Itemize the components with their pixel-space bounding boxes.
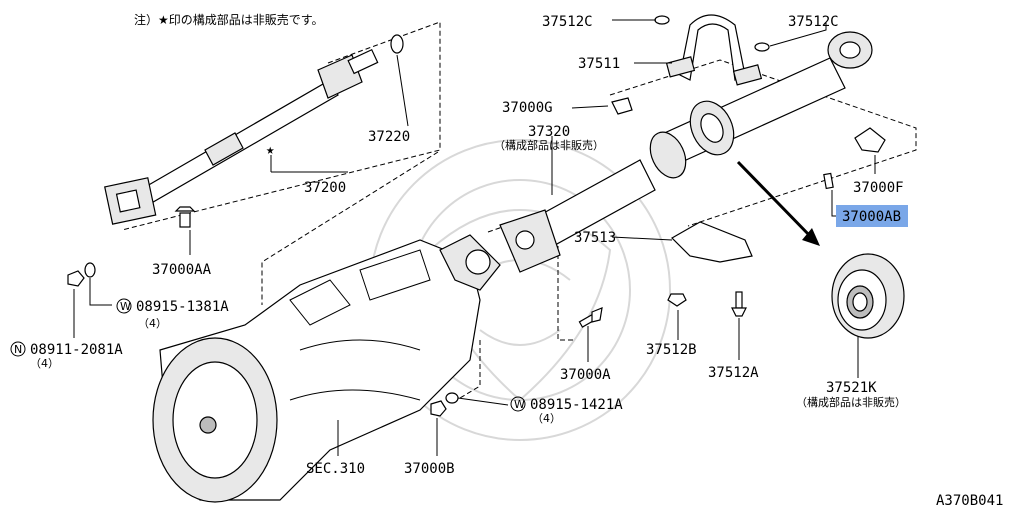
qty-08915-1381A: （4） bbox=[138, 317, 167, 330]
propeller-shaft-37200[interactable] bbox=[104, 34, 404, 228]
label-37000A[interactable]: 37000A bbox=[560, 367, 611, 383]
bolt-37000A[interactable] bbox=[578, 307, 603, 328]
bracket-37513[interactable] bbox=[671, 221, 753, 263]
center-bearing-bracket-37511[interactable] bbox=[665, 14, 763, 86]
bracket-37000F[interactable] bbox=[854, 127, 886, 153]
n-circle-2081 bbox=[10, 341, 26, 357]
label-37220[interactable]: 37220 bbox=[368, 129, 410, 145]
nut-37000B[interactable] bbox=[430, 400, 447, 417]
label-37320-note: （構成部品は非販売） bbox=[494, 138, 604, 152]
label-37511[interactable]: 37511 bbox=[578, 56, 620, 72]
nut-37512B[interactable] bbox=[667, 293, 687, 307]
label-sec310[interactable]: SEC.310 bbox=[306, 461, 365, 477]
n-mark-2081: N bbox=[14, 343, 22, 356]
label-08911-2081A[interactable]: 08911-2081A bbox=[30, 342, 123, 358]
label-37200[interactable]: 37200 bbox=[304, 180, 346, 196]
label-08915-1421A[interactable]: 08915-1421A bbox=[530, 397, 623, 413]
star-mark: ★ bbox=[266, 142, 275, 158]
label-37512B[interactable]: 37512B bbox=[646, 342, 697, 358]
label-37000AB[interactable]: 37000AB bbox=[842, 209, 901, 225]
diagram-code: A370B041 bbox=[936, 493, 1003, 509]
detail-arrow bbox=[736, 160, 820, 246]
plug-37000G[interactable] bbox=[611, 97, 633, 115]
label-37000G[interactable]: 37000G bbox=[502, 100, 553, 116]
qty-08911-2081A: （4） bbox=[30, 357, 59, 370]
w-circle-1421 bbox=[510, 396, 526, 412]
w-mark-1421: W bbox=[514, 398, 525, 411]
rear-shaft-37320[interactable] bbox=[499, 31, 873, 273]
transmission-sec310[interactable] bbox=[152, 234, 501, 503]
note-text: 注）★印の構成部品は非販売です。 bbox=[134, 12, 324, 27]
w-mark-1381: W bbox=[120, 300, 131, 313]
label-37513[interactable]: 37513 bbox=[574, 230, 616, 246]
label-37512A[interactable]: 37512A bbox=[708, 365, 759, 381]
label-37521K-note: （構成部品は非販売） bbox=[796, 395, 906, 409]
bolt-37512A[interactable] bbox=[731, 291, 747, 317]
washer-37512C-b[interactable] bbox=[754, 42, 770, 52]
label-08915-1381A[interactable]: 08915-1381A bbox=[136, 299, 229, 315]
center-bearing-37521K[interactable] bbox=[831, 253, 905, 339]
qty-08915-1421A: （4） bbox=[532, 412, 561, 425]
leader-lines bbox=[73, 19, 876, 456]
label-37000F[interactable]: 37000F bbox=[853, 180, 904, 196]
label-37521K[interactable]: 37521K bbox=[826, 380, 877, 396]
label-37512C-a[interactable]: 37512C bbox=[542, 14, 593, 30]
label-37320[interactable]: 37320 bbox=[528, 124, 570, 140]
washer-08915-1421A[interactable] bbox=[445, 392, 459, 404]
washer-37512C-a[interactable] bbox=[654, 15, 670, 25]
label-37000AA[interactable]: 37000AA bbox=[152, 262, 212, 278]
w-circle-1381 bbox=[116, 298, 132, 314]
highlight-37000AB bbox=[836, 205, 908, 227]
label-37000B[interactable]: 37000B bbox=[404, 461, 455, 477]
label-37512C-b[interactable]: 37512C bbox=[788, 14, 839, 30]
washers-nuts-left[interactable] bbox=[67, 262, 96, 287]
bolt-37000AB[interactable] bbox=[823, 172, 834, 190]
